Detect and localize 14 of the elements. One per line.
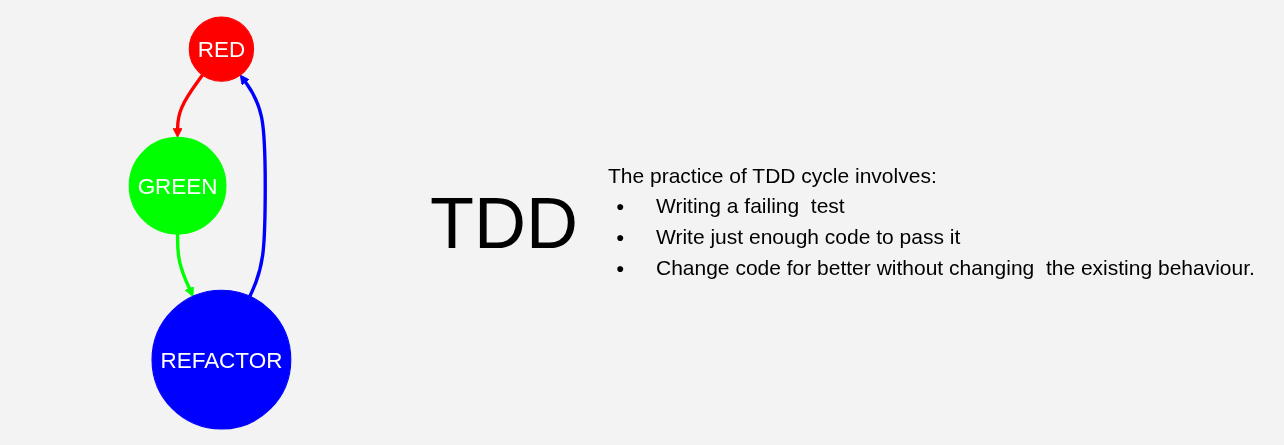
title-text: TDD: [430, 182, 578, 263]
note-heading: The practice of TDD cycle involves:: [608, 164, 938, 188]
arrow: [172, 73, 204, 138]
arrow: [239, 74, 267, 297]
bullet-text: Writing a failing test: [656, 194, 845, 219]
node-circle: REFACTOR: [151, 289, 292, 430]
bullet-marker: ●: [616, 197, 626, 216]
arrow: [175, 233, 194, 297]
node-circle: GREEN: [128, 136, 227, 235]
bullet-text: Write just enough code to pass it: [656, 225, 961, 250]
bullet-text: Change code for better without changing the existing behaviour.: [656, 256, 1255, 281]
node-circle: RED: [188, 15, 255, 82]
bullet-marker: ●: [616, 228, 626, 247]
bullet-marker: ●: [616, 259, 626, 278]
